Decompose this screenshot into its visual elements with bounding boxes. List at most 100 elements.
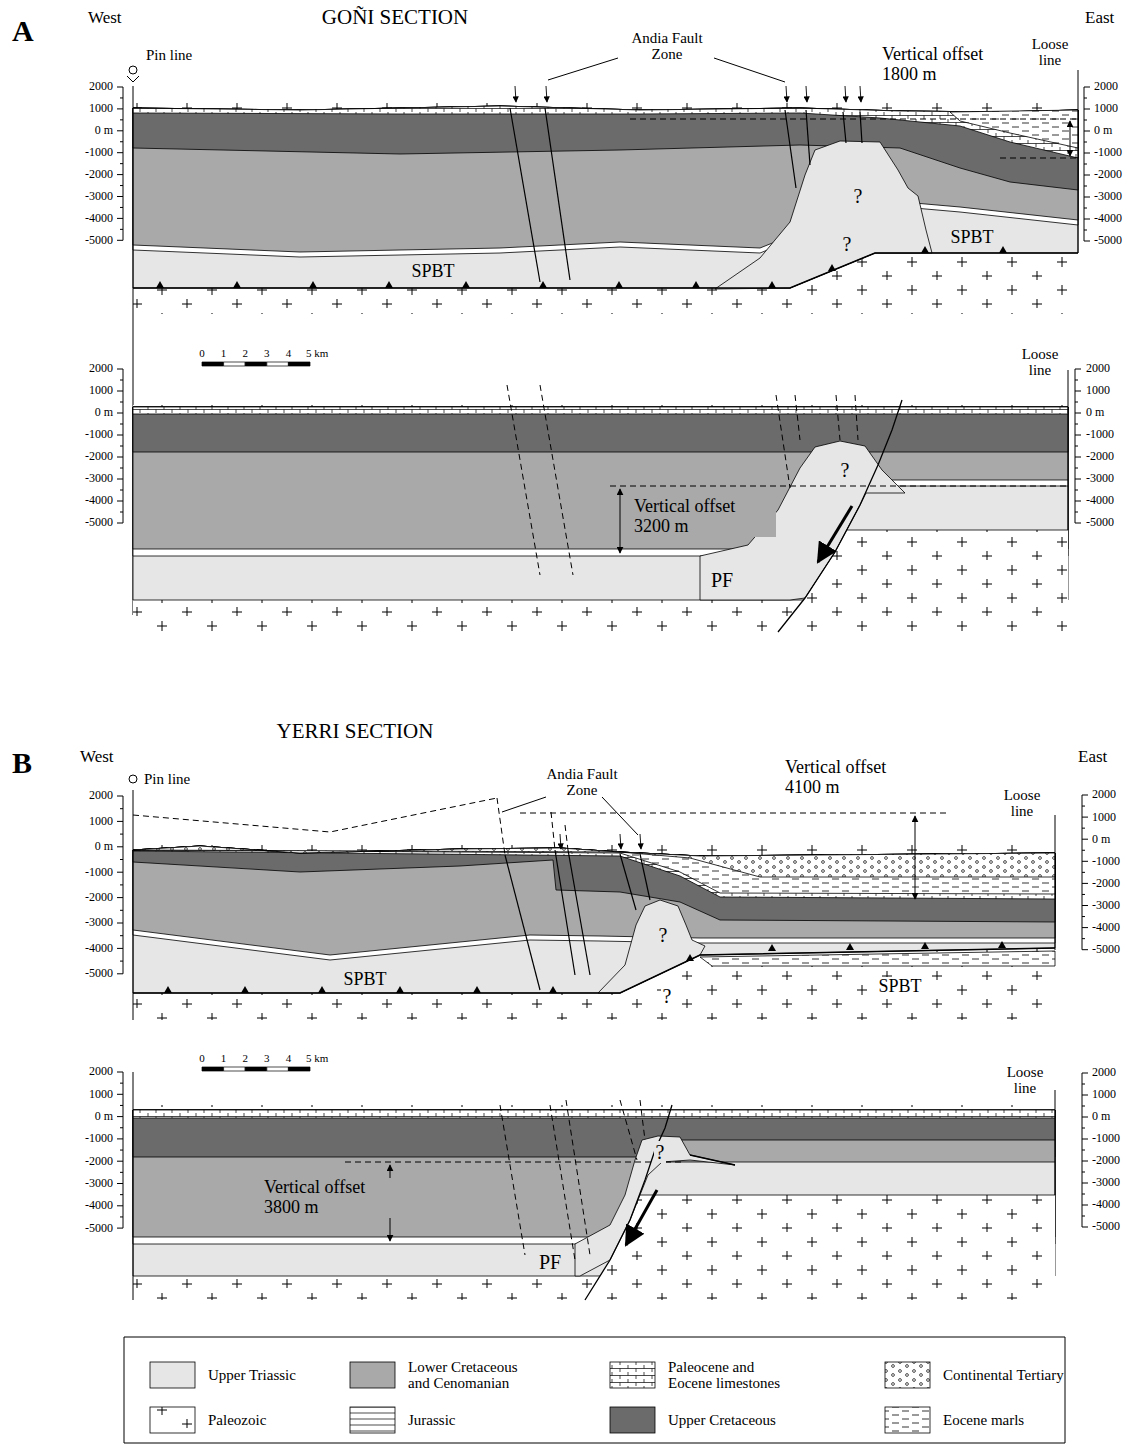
arrow-line [515,86,516,102]
axis-tick [1082,795,1088,796]
thrust-tooth [828,264,836,271]
section-label: PF [709,569,735,591]
legend-swatch [350,1407,395,1433]
thrust-tooth [921,942,929,949]
scale-bar [224,1067,246,1071]
axis-tick [1075,391,1081,392]
axis-tick [1082,1205,1088,1206]
loose-line [1068,370,1069,530]
axis-label: -4000 [85,494,113,507]
axis-label: -2000 [1094,168,1122,181]
axis-label: 0 m [1092,833,1110,846]
axis-tick [1075,479,1081,480]
section-label: Vertical offset 3800 m [262,1178,406,1218]
axis-label: -1000 [85,146,113,159]
axis-label: -2000 [85,168,113,181]
axis-label: -4000 [1086,494,1114,507]
section-label: ? [661,985,674,1007]
axis-label: 2 [242,347,248,359]
fault-line [843,112,846,143]
axis-tick [120,163,123,164]
axis-label: 2000 [89,362,113,375]
legend-text: Jurassic [408,1412,456,1429]
geology-polygon [133,846,1055,960]
axis-tick [1082,916,1085,917]
axis-tick [1084,208,1087,209]
axis-tick [120,446,123,447]
axis-label: 0 m [95,840,113,853]
legend-text: Upper Cretaceous [668,1412,776,1429]
axis-label: 0 [199,347,205,359]
section-label: East [1078,748,1107,767]
axis-tick [117,457,123,458]
arrow-line [845,86,846,102]
legend-text: Upper Triassic [208,1367,296,1384]
axis-tick [1075,457,1081,458]
axis-label: 0 m [95,124,113,137]
section-label: West [88,9,122,28]
axis-label: -2000 [85,891,113,904]
axis-tick [1075,501,1081,502]
geology-polygon [560,1110,1055,1162]
geology-polygon [560,1110,1055,1140]
axis-tick [117,948,123,949]
geology-polygon [560,1110,1055,1118]
axis-tick [1082,1183,1088,1184]
axis-tick [1084,153,1090,154]
thrust-tooth [999,246,1007,253]
axis-label: -4000 [85,1199,113,1212]
axis-label: -4000 [85,942,113,955]
legend-text: Paleocene and Eocene limestones [668,1359,796,1392]
axis-label: 1000 [89,1088,113,1101]
section-label: SPBT [341,970,388,990]
axis-label: -2000 [1086,450,1114,463]
geology-polygon [133,405,1068,632]
pin-symbol [127,76,139,82]
axis-label: -5000 [85,234,113,247]
scale-bar [202,362,224,366]
section-label: West [80,748,114,767]
geology-polyline [500,1105,525,1255]
geology-polygon [700,407,1068,414]
axis-tick [117,196,123,197]
geology-polygon [133,1105,1055,1300]
axis-tick [1082,1161,1088,1162]
pin-line [133,790,134,1020]
fault-line [510,108,540,282]
loose-line [1055,1090,1056,1195]
axis-label: 2000 [1092,1066,1116,1079]
axis-tick [1082,938,1085,939]
geology-polyline [855,395,858,440]
geology-polygon [133,1110,1055,1118]
fault-line [568,850,590,975]
geology-polyline [550,1105,575,1260]
axis-tick [120,207,123,208]
fault-line [555,850,575,975]
axis-tick [1084,175,1090,176]
fault-line [806,110,810,165]
thrust-tooth [396,986,404,993]
fault-line [640,854,650,900]
section-label: GOÑI SECTION [322,6,468,29]
axis-tick [117,973,123,974]
axis-tick [117,174,123,175]
fault-line [860,112,862,143]
leader-line [502,797,546,812]
fault-line [690,1155,735,1165]
axis-tick [1082,1150,1085,1151]
axis-tick [120,119,123,120]
axis-tick [1082,861,1088,862]
geology-polygon [133,407,1068,414]
section-label: ? [657,924,670,946]
axis-label: 1000 [89,102,113,115]
axis-tick [1075,490,1078,491]
geology-polyline [345,1162,685,1163]
axis-label: -1000 [1092,855,1120,868]
axis-tick [117,435,123,436]
axis-label: -5000 [1094,234,1122,247]
axis-tick [117,130,123,131]
axis-tick [117,501,123,502]
axis-tick [1084,131,1090,132]
axis-label: 3 [264,1052,270,1064]
section-label: Loose line [992,787,1052,820]
